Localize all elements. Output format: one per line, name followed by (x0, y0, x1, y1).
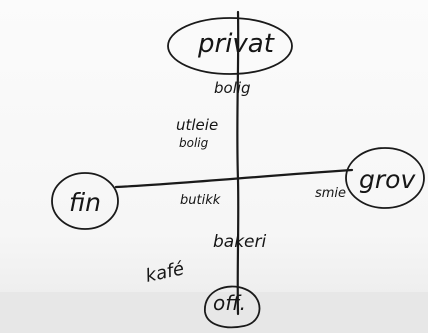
pole-off-circle (204, 285, 261, 329)
pole-fin-circle (51, 172, 119, 230)
label-utleie: utleie (176, 116, 218, 134)
label-utleie-bolig: bolig (179, 136, 209, 150)
pole-grov-circle (345, 147, 425, 209)
pole-off-label: off. (213, 291, 246, 315)
label-bakeri: bakeri (213, 232, 267, 252)
pole-privat-circle (167, 17, 293, 75)
label-butikk: butikk (180, 193, 221, 208)
horizontal-axis (114, 168, 354, 189)
pole-grov-label: grov (359, 165, 416, 194)
pole-privat-label: privat (197, 29, 275, 59)
label-smie: smie (315, 186, 346, 201)
label-bolig: bolig (214, 79, 251, 97)
paper-shadow (0, 292, 428, 333)
pole-fin-label: fin (69, 188, 101, 217)
label-kafe: kafé (144, 258, 186, 287)
vertical-axis (236, 10, 240, 316)
